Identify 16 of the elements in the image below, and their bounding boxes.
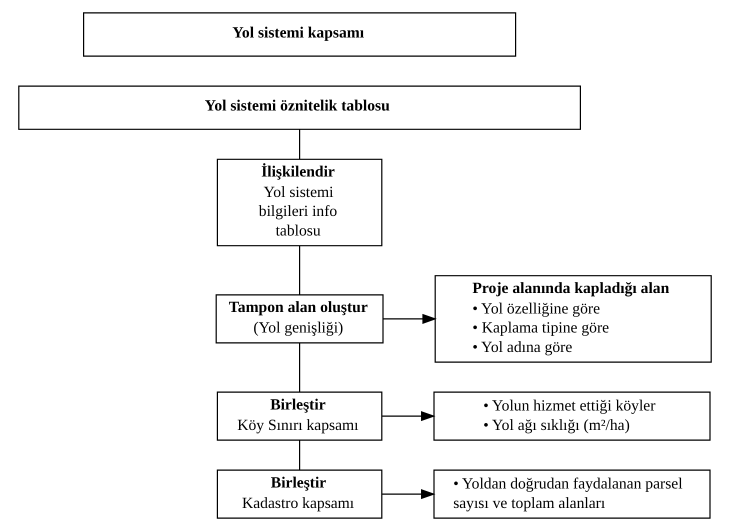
connector <box>298 129 300 160</box>
node-box: Birleştir Köy Sınırı kapsamı <box>216 392 382 441</box>
arrow <box>382 411 435 422</box>
arrow <box>383 314 436 324</box>
connector <box>298 440 300 470</box>
node-box: Birleştir Kadastro kapsamı <box>216 470 382 519</box>
node-box: Yol sistemi kapsamı <box>82 12 516 57</box>
node-box: Tampon alan oluştur (Yol genişliği) <box>215 294 384 344</box>
connector <box>298 246 300 295</box>
arrow <box>382 489 435 500</box>
node-box: • Yolun hizmet ettiği köyler • Yol ağı sıklığı (m²/ha) <box>432 392 710 441</box>
node-box: • Yoldan doğrudan faydalanan parsel sayısı ve toplam alanları <box>432 470 710 519</box>
node-box: Proje alanında kapladığı alan • Yol özelliğine göre • Kaplama tipine göre • Yol adına göre <box>434 275 712 363</box>
connector <box>298 343 300 392</box>
node-box: Yol sistemi öznitelik tablosu <box>18 86 580 130</box>
node-box: İlişkilendir Yol sistemi bilgileri info tablosu <box>216 158 382 246</box>
